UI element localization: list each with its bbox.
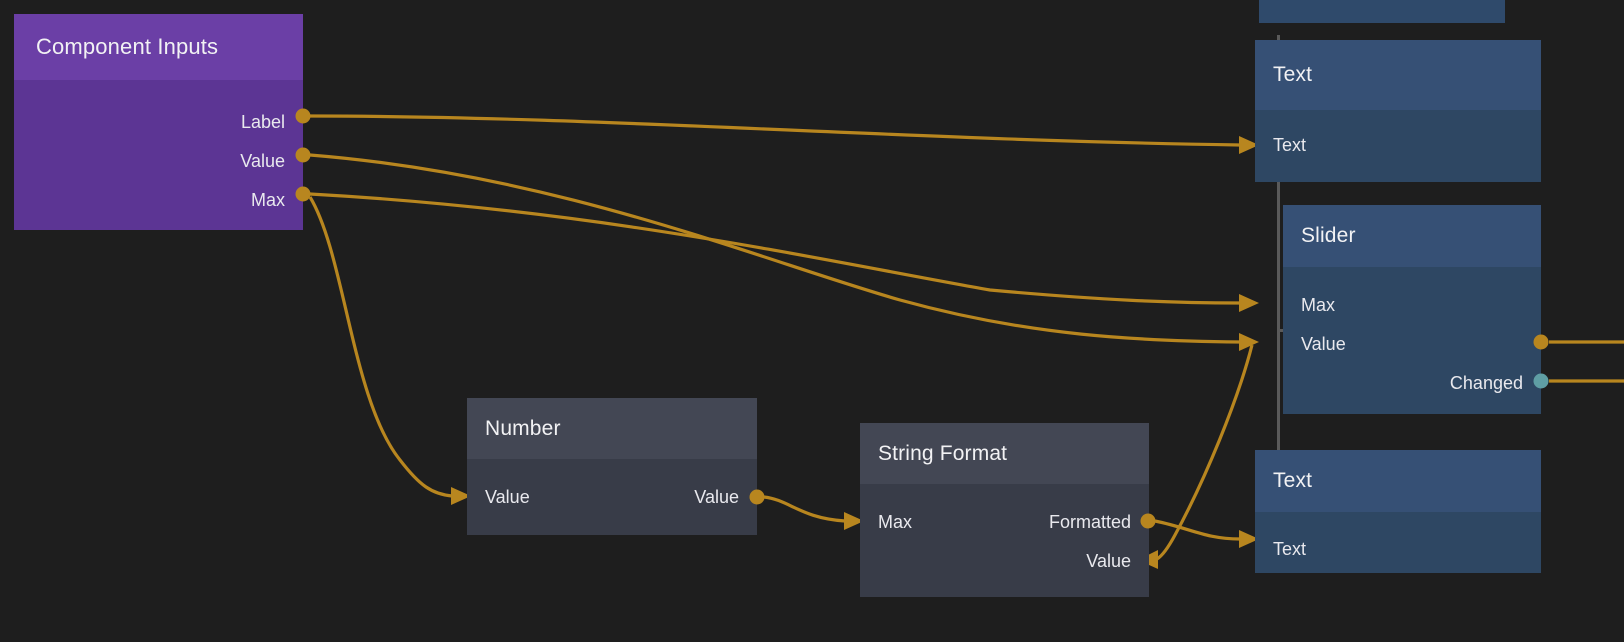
port-dot-slider-out-changed[interactable] (1533, 373, 1549, 389)
node-text-top[interactable]: Text Text (1255, 40, 1541, 182)
port-label-strfmt-in-max: Max (878, 512, 913, 532)
port-label-number-in-value: Value (485, 487, 530, 507)
arrowhead-slider-max (1239, 294, 1259, 312)
wire-value-to-slider-value (309, 153, 1241, 344)
port-label-slider-changed: Changed (1449, 373, 1523, 393)
port-label-value: Value (240, 151, 285, 171)
wire-formatted-to-text-bottom (1154, 519, 1241, 541)
node-text-bottom[interactable]: Text Text (1255, 450, 1541, 573)
wire-max-to-number-value (308, 196, 453, 498)
port-label-slider-value: Value (1301, 334, 1346, 354)
port-dot-component-inputs-max[interactable] (295, 186, 311, 202)
node-string-format-body: Max Formatted Value (860, 484, 1149, 597)
port-row-slider-value[interactable]: Value (1283, 334, 1541, 354)
port-dot-number-out-value[interactable] (749, 489, 765, 505)
node-number[interactable]: Number Value Value (467, 398, 757, 535)
port-row-text-bottom-text[interactable]: Text (1255, 539, 1541, 559)
node-string-format-title: String Format (860, 423, 1149, 484)
node-string-format[interactable]: String Format Max Formatted Value (860, 423, 1149, 597)
port-label-strfmt-out-formatted: Formatted (1048, 512, 1131, 532)
node-text-top-body: Text (1255, 110, 1541, 182)
port-label-text-bottom-text: Text (1273, 539, 1307, 559)
wire-number-to-strfmt-max (763, 495, 846, 523)
node-slider-title: Slider (1283, 205, 1541, 267)
wire-slider-value-to-strfmt-value (1156, 344, 1254, 561)
port-dot-component-inputs-label[interactable] (295, 108, 311, 124)
arrowhead-slider-value (1239, 333, 1259, 351)
port-row-max[interactable]: Max (14, 190, 303, 210)
port-row-label[interactable]: Label (14, 112, 303, 132)
node-slider-body: Max Value Changed (1283, 267, 1541, 414)
node-component-inputs-title: Component Inputs (14, 14, 303, 80)
port-row-text-top-text[interactable]: Text (1255, 135, 1541, 155)
node-slider[interactable]: Slider Max Value Changed (1283, 205, 1541, 414)
port-label-number-out-value: Value (694, 487, 739, 507)
port-row-value[interactable]: Value (14, 151, 303, 171)
port-dot-component-inputs-value[interactable] (295, 147, 311, 163)
node-number-body: Value Value (467, 459, 757, 535)
node-partial-offscreen[interactable] (1259, 0, 1505, 23)
port-dot-slider-out-value[interactable] (1533, 334, 1549, 350)
wire-max-to-slider-max (309, 192, 1241, 305)
node-number-title: Number (467, 398, 757, 459)
port-row-slider-max[interactable]: Max (1283, 295, 1541, 315)
port-row-number-value[interactable]: Value Value (467, 487, 757, 507)
node-text-top-title: Text (1255, 40, 1541, 110)
port-label-slider-max: Max (1301, 295, 1336, 315)
node-component-inputs-body: Label Value Max (14, 80, 303, 230)
wire-label-to-text-top (309, 114, 1241, 147)
port-row-strfmt-value[interactable]: Value (860, 551, 1149, 571)
port-row-strfmt-max[interactable]: Max Formatted (860, 512, 1149, 532)
port-row-slider-changed[interactable]: Changed (1283, 373, 1541, 393)
port-label-max: Max (250, 190, 285, 210)
port-label-text-top-text: Text (1273, 135, 1307, 155)
node-text-bottom-title: Text (1255, 450, 1541, 512)
port-label-label: Label (240, 112, 285, 132)
node-text-bottom-body: Text (1255, 512, 1541, 573)
port-label-strfmt-value: Value (1086, 551, 1131, 571)
node-component-inputs[interactable]: Component Inputs Label Value Max (14, 14, 303, 230)
port-dot-strfmt-formatted[interactable] (1140, 513, 1156, 529)
